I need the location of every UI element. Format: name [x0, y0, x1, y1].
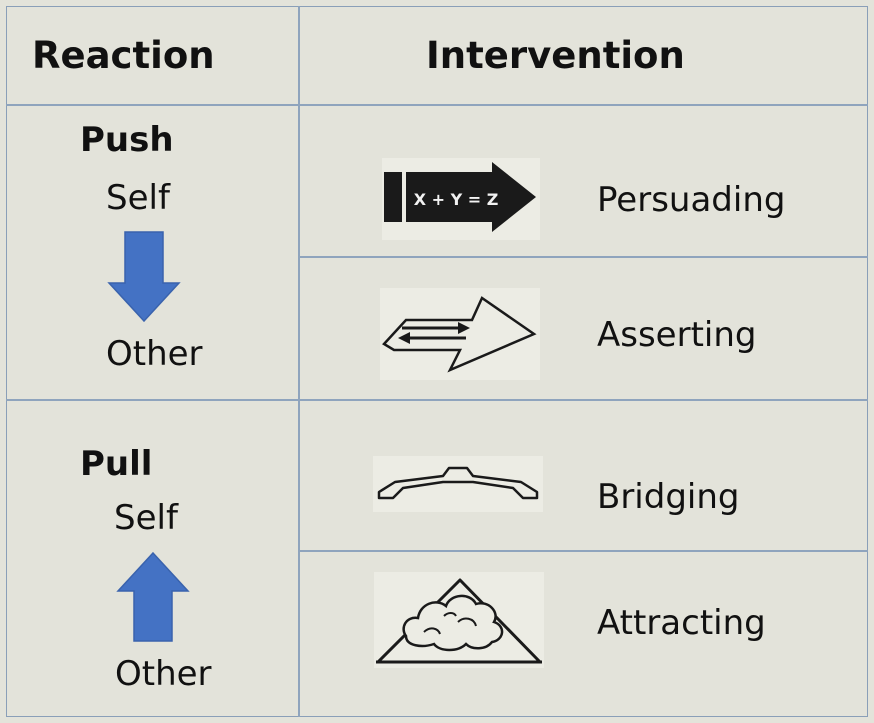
push-title: Push	[80, 120, 174, 160]
intervention-label-bridging: Bridging	[597, 477, 740, 517]
asserting-arrow-icon	[380, 288, 540, 380]
pull-title: Pull	[80, 444, 153, 484]
push-self-label: Self	[106, 178, 170, 218]
arrow-up-icon	[116, 551, 190, 642]
row-divider-push-pull	[6, 399, 868, 401]
row-divider-pull-inner	[298, 550, 868, 552]
column-divider	[298, 6, 300, 717]
persuading-arrow-icon: X + Y = Z	[382, 158, 540, 240]
intervention-label-asserting: Asserting	[597, 315, 757, 355]
bridge-icon	[373, 456, 543, 512]
intervention-header: Intervention	[426, 34, 685, 77]
pull-self-label: Self	[114, 498, 178, 538]
push-other-label: Other	[106, 334, 203, 374]
intervention-label-persuading: Persuading	[597, 180, 786, 220]
pull-other-label: Other	[115, 654, 212, 694]
mountain-cloud-icon	[374, 572, 544, 668]
header-divider	[6, 104, 868, 106]
reaction-header: Reaction	[32, 34, 215, 77]
intervention-label-attracting: Attracting	[597, 603, 766, 643]
row-divider-push-inner	[298, 256, 868, 258]
persuading-icon-text: X + Y = Z	[414, 190, 499, 209]
arrow-down-icon	[107, 231, 181, 323]
